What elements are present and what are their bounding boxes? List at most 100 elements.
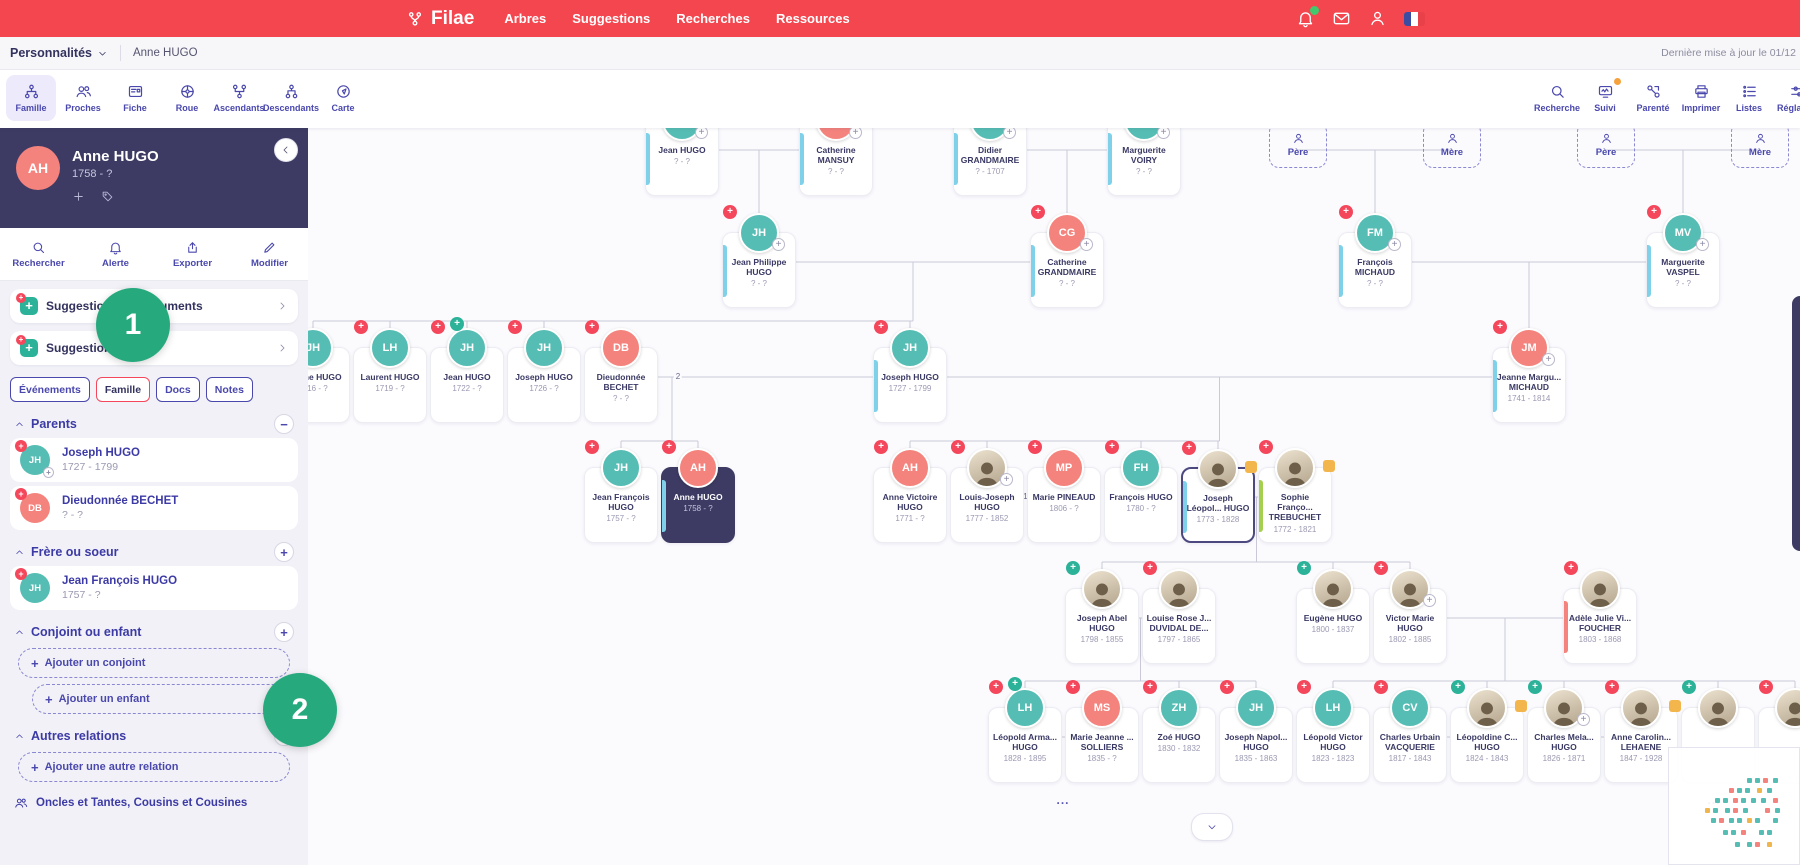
suggestion-badge[interactable]: +: [1564, 561, 1578, 575]
messages-mail-icon[interactable]: [1332, 9, 1352, 29]
expand-ancestors-button[interactable]: +: [1542, 353, 1555, 366]
expand-ancestors-button[interactable]: +: [849, 128, 862, 139]
action-alerte[interactable]: Alerte: [77, 228, 154, 280]
suggestion-badge[interactable]: +: [431, 320, 445, 334]
expand-ancestors-button[interactable]: +: [772, 238, 785, 251]
match-badge[interactable]: +: [1682, 680, 1696, 694]
toolbar-proches[interactable]: Proches: [58, 75, 108, 121]
suggestion-badge[interactable]: +: [508, 320, 522, 334]
suggestion-badge[interactable]: +: [15, 568, 27, 580]
toolbar-carte[interactable]: Carte: [318, 75, 368, 121]
match-badge[interactable]: +: [450, 317, 464, 331]
suggestion-badge[interactable]: +: [874, 440, 888, 454]
suggestion-badge[interactable]: +: [1143, 680, 1157, 694]
breadcrumb-person[interactable]: Anne HUGO: [132, 47, 198, 59]
suggestion-badge[interactable]: +: [1339, 205, 1353, 219]
action-modifier[interactable]: Modifier: [231, 228, 308, 280]
tree-node-francois-michaud[interactable]: FM++François MICHAUD? - ?: [1338, 205, 1412, 308]
toolbar-descendants[interactable]: Descendants: [263, 75, 319, 121]
tree-node-catherine-grandmaire[interactable]: CG++Catherine GRANDMAIRE? - ?: [1030, 205, 1104, 308]
section-add-button[interactable]: +: [274, 542, 294, 562]
expand-ancestors-button[interactable]: +: [1696, 238, 1709, 251]
tab-docs[interactable]: Docs: [156, 377, 200, 402]
suggestion-badge[interactable]: +: [1028, 440, 1042, 454]
toolbar-fiche[interactable]: Fiche: [110, 75, 160, 121]
expand-down-button[interactable]: [1191, 813, 1233, 841]
chevron-up-icon[interactable]: [14, 731, 25, 742]
tree-node-marguerite-voiry[interactable]: MV+Marguerite VOIRY? - ?: [1107, 128, 1181, 196]
tab-evenements[interactable]: Événements: [10, 377, 90, 402]
suggestion-badge[interactable]: +: [723, 205, 737, 219]
toolbar-imprimer[interactable]: Imprimer: [1678, 75, 1724, 121]
chevron-up-icon[interactable]: [14, 547, 25, 558]
action-exporter[interactable]: Exporter: [154, 228, 231, 280]
chevron-up-icon[interactable]: [14, 627, 25, 638]
account-person-icon[interactable]: [1368, 9, 1388, 29]
suggestion-badge[interactable]: +: [1647, 205, 1661, 219]
notifications-bell-icon[interactable]: [1296, 4, 1320, 29]
expand-ancestors-button[interactable]: +: [1423, 594, 1436, 607]
suggestion-badge[interactable]: +: [1493, 320, 1507, 334]
nav-suggestions[interactable]: Suggestions: [572, 11, 651, 26]
suggestion-badge[interactable]: +: [1220, 680, 1234, 694]
add-button-ajouter-un-conjoint[interactable]: +Ajouter un conjoint: [18, 648, 290, 678]
suggestion-badge[interactable]: +: [585, 440, 599, 454]
tree-placeholder-pere-1606[interactable]: Père: [1577, 128, 1635, 168]
toolbar-recherche[interactable]: Recherche: [1534, 75, 1580, 121]
section-collapse-button[interactable]: −: [274, 414, 294, 434]
tree-node-jean-hugo-1[interactable]: JH+Jean HUGO? - ?: [645, 128, 719, 196]
nav-arbres[interactable]: Arbres: [504, 11, 547, 26]
toolbar-suivi[interactable]: Suivi: [1582, 75, 1628, 121]
expand-ancestors-button[interactable]: +: [1000, 473, 1013, 486]
expand-ancestors-button[interactable]: +: [1157, 128, 1170, 139]
add-button-ajouter-une-autre-relation[interactable]: +Ajouter une autre relation: [18, 752, 290, 782]
suggestion-badge[interactable]: +: [1605, 680, 1619, 694]
chevron-up-icon[interactable]: [14, 419, 25, 430]
right-panel-edge[interactable]: [1792, 296, 1800, 551]
suggestion-badge[interactable]: +: [1105, 440, 1119, 454]
tree-minimap[interactable]: [1668, 747, 1800, 865]
suggestion-badge[interactable]: +: [662, 440, 676, 454]
suggestion-badge[interactable]: +: [1374, 561, 1388, 575]
tree-placeholder-pere-1298[interactable]: Père: [1269, 128, 1327, 168]
suggestion-badge[interactable]: +: [1259, 440, 1273, 454]
suggestion-badge[interactable]: +: [15, 488, 27, 500]
personnalites-dropdown[interactable]: Personnalités: [10, 46, 108, 60]
tree-node-louise-duvidal[interactable]: +Louise Rose J... DUVIDAL DE...1797 - 18…: [1142, 561, 1216, 664]
collapse-panel-button[interactable]: [274, 138, 298, 162]
tree-node-jean-philippe-hugo[interactable]: JH++Jean Philippe HUGO? - ?: [722, 205, 796, 308]
match-badge[interactable]: +: [1008, 677, 1022, 691]
filae-logo[interactable]: Filae: [406, 8, 474, 30]
tree-node-didier-grandmaire[interactable]: DG+Didier GRANDMAIRE? - 1707: [953, 128, 1027, 196]
tree-node-dieudonnee-bechet[interactable]: DB+Dieudonnée BECHET? - ?: [584, 320, 658, 423]
suggestion-badge[interactable]: +: [1297, 680, 1311, 694]
expand-ancestors-button[interactable]: +: [1080, 238, 1093, 251]
expand-ancestors-button[interactable]: +: [1003, 128, 1016, 139]
add-button-ajouter-un-enfant[interactable]: +Ajouter un enfant: [32, 684, 290, 714]
suggestion-badge[interactable]: +: [1759, 680, 1773, 694]
tab-famille[interactable]: Famille: [95, 377, 151, 402]
expand-ancestors-button[interactable]: +: [695, 128, 708, 139]
toolbar-listes[interactable]: Listes: [1726, 75, 1772, 121]
expand-ancestors-button[interactable]: +: [1388, 238, 1401, 251]
match-badge[interactable]: +: [1528, 680, 1542, 694]
tab-notes[interactable]: Notes: [205, 377, 253, 402]
suggestion-badge[interactable]: +: [1066, 680, 1080, 694]
tree-placeholder-mere-1452[interactable]: Mère: [1423, 128, 1481, 168]
add-icon[interactable]: [72, 190, 85, 203]
